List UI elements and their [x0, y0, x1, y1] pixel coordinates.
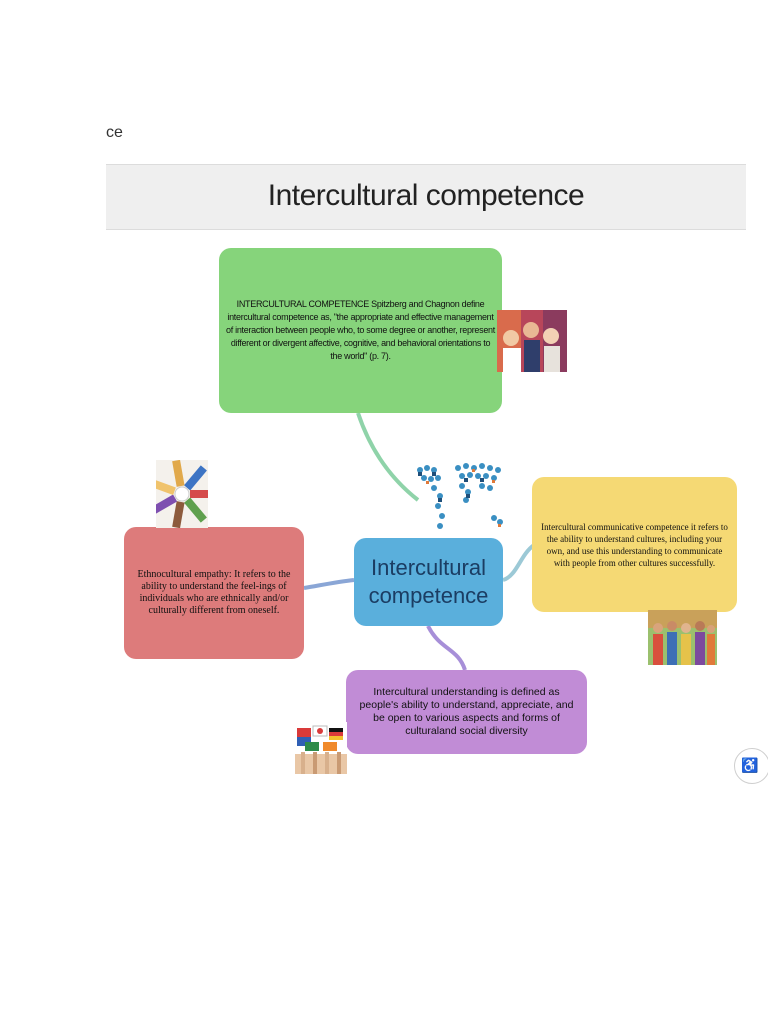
node-definition-text: INTERCULTURAL COMPETENCE Spitzberg and C…	[226, 299, 495, 361]
node-center-text: Intercultural competence	[368, 555, 489, 608]
photo-definition[interactable]	[497, 310, 567, 372]
node-definition[interactable]: INTERCULTURAL COMPETENCE Spitzberg and C…	[219, 248, 502, 413]
node-center[interactable]: Intercultural competence	[354, 538, 503, 626]
photo-understanding[interactable]	[295, 722, 347, 774]
node-communicative-text: Intercultural communicative competence i…	[541, 521, 728, 568]
connector-empathy	[303, 578, 355, 590]
accessibility-button[interactable]: ♿	[734, 748, 768, 784]
connector-definition	[356, 412, 420, 502]
breadcrumb: ce	[106, 124, 123, 141]
node-empathy[interactable]: Ethnocultural empathy: It refers to the …	[124, 527, 304, 659]
connector-communicative	[502, 543, 536, 582]
page-title: Intercultural competence	[267, 179, 585, 212]
connector-understanding	[426, 625, 467, 671]
node-understanding[interactable]: Intercultural understanding is defined a…	[346, 670, 587, 754]
node-communicative[interactable]: Intercultural communicative competence i…	[532, 477, 737, 612]
photo-communicative[interactable]	[648, 610, 717, 665]
node-empathy-text: Ethnocultural empathy: It refers to the …	[137, 569, 291, 616]
title-banner: Intercultural competence	[106, 164, 746, 230]
world-map-people-icon	[412, 458, 508, 540]
photo-empathy[interactable]	[156, 460, 208, 528]
node-understanding-text: Intercultural understanding is defined a…	[359, 686, 574, 737]
accessibility-icon: ♿	[741, 757, 759, 773]
